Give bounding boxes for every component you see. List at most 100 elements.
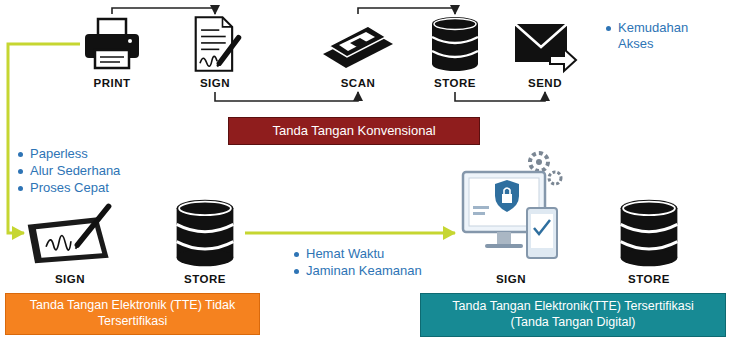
icon-shape [339, 32, 375, 51]
note-text: Jaminan Keamanan [306, 263, 422, 278]
flow-arrow [455, 92, 545, 101]
step-label: SEND [512, 76, 578, 90]
icon-shape [536, 159, 542, 165]
icon-shape [502, 194, 512, 203]
icon-shape [621, 224, 678, 231]
step-label: SCAN [320, 76, 396, 90]
note-text: Paperless [30, 146, 88, 161]
icon-shape [621, 242, 678, 249]
icon-shape [432, 51, 478, 57]
step-label: SIGN [185, 76, 245, 90]
note-text: Alur Sederhana [30, 163, 120, 178]
icon-shape [434, 19, 476, 30]
icon-shape [217, 62, 220, 66]
icon-shape [497, 232, 511, 244]
icon-shape [100, 61, 120, 63]
bullet-note: Alur Sederhana [16, 163, 120, 179]
flow-arrow [215, 92, 358, 101]
icon-shape [177, 242, 234, 249]
box-title: Tanda Tangan Konvensional [272, 123, 435, 139]
icon-shape [329, 26, 386, 57]
icon-shape [46, 236, 71, 251]
box-title: Tanda Tangan Elektronik(TTE) Tersertifik… [435, 299, 711, 330]
bullet-note: Paperless [16, 146, 88, 162]
process-step: SEND [512, 14, 578, 92]
icon-shape [350, 38, 367, 47]
box-title: Tanda Tangan Elektronik (TTE) Tidak Ters… [24, 298, 241, 329]
note-text: Proses Cepat [30, 180, 109, 195]
icon-shape [623, 202, 675, 216]
bullet-dot [18, 169, 23, 174]
bullet-note: Kemudahan Akses [604, 20, 702, 52]
icon-shape [432, 37, 478, 43]
icon-shape [527, 208, 557, 258]
process-step: STORE [425, 14, 485, 92]
step-label: STORE [605, 272, 693, 286]
process-step: STORE [605, 196, 693, 288]
note-text: Kemudahan Akses [618, 20, 688, 51]
icon-shape [201, 49, 219, 51]
icon-shape [201, 36, 226, 38]
icon-shape [473, 206, 489, 209]
flow-arrow [112, 8, 215, 14]
icon-shape [196, 17, 232, 71]
process-step: SIGN [455, 148, 567, 288]
flow-arrow [245, 232, 455, 235]
icon-shape [201, 29, 219, 31]
bullet-note: Hemat Waktu [292, 246, 384, 262]
bullet-note: Proses Cepat [16, 180, 109, 196]
icon-shape [495, 180, 519, 212]
icon-shape [200, 56, 217, 66]
icon-shape [621, 249, 678, 266]
bullet-dot [606, 26, 611, 31]
process-step: PRINT [80, 14, 144, 92]
db-icon [605, 196, 693, 270]
flow-arrow [358, 8, 455, 14]
icon-shape [128, 39, 132, 43]
category-box: Tanda Tangan Elektronik (TTE) Tidak Ters… [5, 293, 260, 335]
tablet-icon [24, 196, 116, 270]
db-icon [425, 14, 485, 74]
icon-shape [549, 172, 561, 184]
printer-icon [80, 14, 144, 74]
step-label: PRINT [80, 76, 144, 90]
icon-shape [177, 249, 234, 266]
icon-shape [432, 57, 478, 71]
icon-shape [485, 244, 523, 248]
step-label: STORE [425, 76, 485, 90]
icon-shape [100, 56, 124, 58]
category-box: Tanda Tangan Konvensional [228, 117, 480, 145]
bullet-note: Jaminan Keamanan [292, 263, 422, 279]
process-step: STORE [165, 196, 245, 288]
bullet-dot [294, 269, 299, 274]
icon-shape [219, 38, 238, 64]
flow-arrow [8, 44, 80, 233]
category-box: Tanda Tangan Elektronik(TTE) Tersertifik… [420, 293, 726, 337]
icon-shape [515, 24, 567, 47]
icon-shape [534, 220, 550, 234]
step-label: SIGN [455, 272, 567, 286]
icon-shape [504, 188, 510, 194]
scanner-icon [320, 14, 396, 74]
icon-shape [179, 202, 231, 216]
step-label: SIGN [24, 272, 116, 286]
note-text: Hemat Waktu [306, 246, 384, 261]
step-label: STORE [165, 272, 245, 286]
process-step: SIGN [24, 196, 116, 288]
signdoc-icon [185, 14, 245, 74]
computer-icon [455, 148, 567, 270]
icon-shape [223, 17, 233, 27]
icon-shape [473, 212, 485, 215]
icon-shape [530, 153, 548, 171]
icon-shape [77, 206, 108, 245]
icon-shape [531, 214, 553, 248]
bullet-dot [18, 186, 23, 191]
bullet-dot [18, 152, 23, 157]
icon-shape [550, 49, 576, 71]
icon-shape [201, 42, 226, 44]
icon-shape [177, 224, 234, 231]
process-step: SCAN [320, 14, 396, 92]
envelope-icon [512, 14, 578, 74]
icon-shape [95, 50, 129, 68]
